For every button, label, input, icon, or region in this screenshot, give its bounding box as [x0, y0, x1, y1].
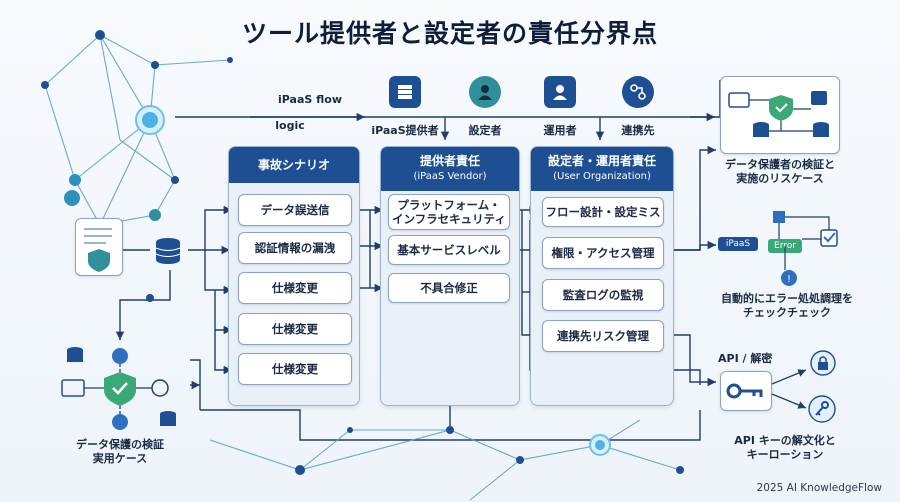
incident-item-1: 認証情報の漏洩	[238, 232, 352, 264]
api-arrows	[771, 369, 807, 409]
api-label: API / 解密	[718, 352, 773, 365]
flow-label-line2: logic	[275, 119, 305, 132]
role-label: 運用者	[543, 124, 577, 137]
role-label: 連携先	[621, 124, 655, 137]
role-label: iPaaS提供者	[371, 124, 439, 137]
user-item-1: 権限・アクセス管理	[542, 237, 664, 269]
data-protection-panel	[720, 76, 840, 154]
incident-column-header: 事故シナリオ	[229, 147, 359, 183]
credit-text: 2025 AI KnowledgeFlow	[756, 482, 882, 494]
vendor-item-0: プラットフォーム・ インフラセキュリティ	[388, 194, 510, 230]
incident-item-4: 仕様変更	[238, 353, 352, 385]
api-caption: API キーの解文化と キーローション	[734, 434, 836, 461]
role-configurer: 設定者	[445, 76, 525, 138]
key-icon	[720, 371, 772, 411]
user-icon	[544, 76, 576, 108]
error-handling-caption: 自動的にエラー処処調理を チェックチェック	[721, 292, 853, 319]
user-column-header: 設定者・運用者責任 (User Organization)	[531, 147, 673, 191]
vendor-item-1: 基本サービスレベル	[388, 235, 510, 265]
flow-label-line1: iPaaS flow	[277, 93, 342, 106]
person-icon	[469, 76, 501, 108]
vendor-item-2: 不具合修正	[388, 273, 510, 303]
role-label: 設定者	[468, 124, 502, 137]
role-ipaas-vendor: iPaaS提供者	[365, 76, 445, 138]
user-header-subtitle: (User Organization)	[553, 171, 651, 182]
user-item-0: フロー設計・設定ミス	[542, 197, 664, 227]
incident-item-2: 仕様変更	[238, 272, 352, 304]
node-icon	[62, 188, 82, 212]
user-column: 設定者・運用者責任 (User Organization)	[530, 146, 674, 406]
document-icon	[75, 218, 123, 276]
server-stack-icon	[389, 76, 421, 108]
lock-icon	[810, 350, 836, 380]
left-panel-caption: データ保護の検証 実用ケース	[76, 438, 164, 465]
data-protection-usecase-graphic	[60, 342, 185, 434]
incident-item-3: 仕様変更	[238, 313, 352, 345]
incident-item-0: データ誤送信	[238, 194, 352, 226]
role-connection-target: 連携先	[598, 76, 678, 138]
database-icon	[153, 236, 183, 270]
svg-text:!: !	[787, 274, 791, 285]
role-operator: 運用者	[520, 76, 600, 138]
connection-icon	[622, 76, 654, 108]
vendor-column-header: 提供者責任 (iPaaS Vendor)	[381, 147, 519, 191]
key-rotation-icon	[808, 395, 836, 427]
user-item-3: 連携先リスク管理	[542, 320, 664, 352]
vendor-header-title: 提供者責任	[419, 154, 480, 168]
data-protection-caption: データ保護者の検証と 実施のリスケース	[725, 158, 835, 185]
user-header-title: 設定者・運用者責任	[547, 154, 656, 168]
user-item-2: 監査ログの監視	[542, 279, 664, 311]
page-title: ツール提供者と設定者の責任分界点	[241, 19, 658, 48]
ipaas-node-label: iPaaS	[718, 237, 758, 251]
vendor-header-subtitle: (iPaaS Vendor)	[413, 171, 487, 182]
error-handling-graphic: !	[765, 206, 865, 286]
